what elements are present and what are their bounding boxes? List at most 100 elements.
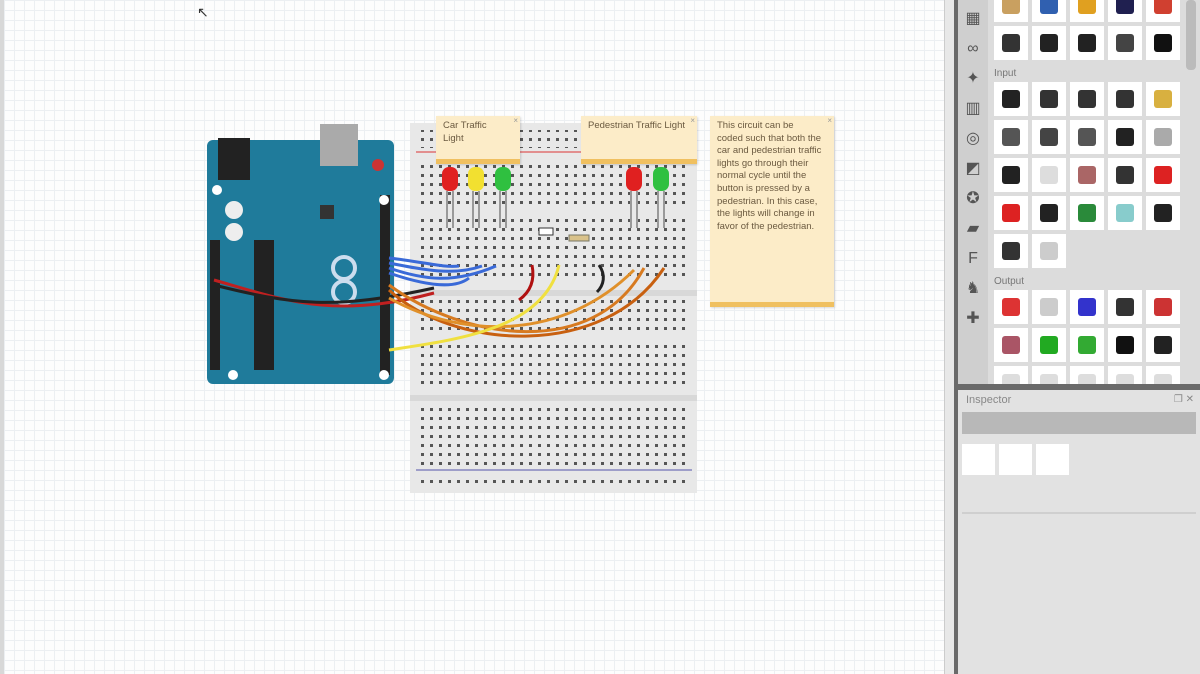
note-pedestrian-traffic-light[interactable]: ×Pedestrian Traffic Light bbox=[581, 116, 697, 164]
splitter[interactable] bbox=[954, 0, 958, 674]
part-item[interactable] bbox=[1108, 0, 1142, 22]
part-item[interactable] bbox=[1032, 234, 1066, 268]
inspector-title-field bbox=[962, 412, 1196, 434]
leds[interactable] bbox=[442, 167, 669, 228]
part-icon bbox=[1040, 166, 1058, 184]
close-icon[interactable]: × bbox=[690, 116, 695, 125]
part-item[interactable] bbox=[1070, 120, 1104, 154]
part-item[interactable] bbox=[994, 158, 1028, 192]
part-icon bbox=[1116, 298, 1134, 316]
part-item[interactable] bbox=[1032, 290, 1066, 324]
part-item[interactable] bbox=[1108, 158, 1142, 192]
note-car-traffic-light[interactable]: ×Car Traffic Light bbox=[436, 116, 520, 164]
close-icon[interactable]: × bbox=[513, 116, 518, 125]
bin-animal-icon[interactable]: ♞ bbox=[965, 280, 981, 297]
part-item[interactable] bbox=[1146, 120, 1180, 154]
part-item[interactable] bbox=[994, 196, 1028, 230]
resistor[interactable] bbox=[568, 234, 590, 242]
part-item[interactable] bbox=[1032, 0, 1066, 22]
led[interactable] bbox=[495, 167, 511, 191]
led[interactable] bbox=[653, 167, 669, 191]
bin-sparkfun-icon[interactable]: ✦ bbox=[966, 70, 980, 87]
part-icon bbox=[1002, 128, 1020, 146]
part-item[interactable] bbox=[1070, 290, 1104, 324]
part-item[interactable] bbox=[994, 0, 1028, 22]
note-description[interactable]: × This circuit can be coded such that bot… bbox=[710, 116, 834, 307]
part-item[interactable] bbox=[994, 120, 1028, 154]
part-item[interactable] bbox=[994, 290, 1028, 324]
part-item[interactable] bbox=[994, 234, 1028, 268]
part-icon bbox=[1116, 204, 1134, 222]
bin-fritzing-icon[interactable]: F bbox=[968, 250, 978, 267]
bin-seeed-icon[interactable]: ◎ bbox=[966, 130, 980, 147]
part-icon bbox=[1078, 204, 1096, 222]
part-icon bbox=[1002, 298, 1020, 316]
part-icon bbox=[1116, 166, 1134, 184]
part-item[interactable] bbox=[1108, 82, 1142, 116]
bin-snootlab-icon[interactable]: ▥ bbox=[965, 100, 981, 117]
part-item[interactable] bbox=[1070, 0, 1104, 22]
pushbutton[interactable] bbox=[538, 227, 554, 236]
part-item[interactable] bbox=[1108, 196, 1142, 230]
part-icon bbox=[1154, 34, 1172, 52]
part-item[interactable] bbox=[1146, 0, 1180, 22]
part-icon bbox=[1002, 242, 1020, 260]
led[interactable] bbox=[468, 167, 484, 191]
arduino-uno[interactable] bbox=[207, 124, 394, 384]
part-item[interactable] bbox=[1032, 120, 1066, 154]
wires[interactable] bbox=[213, 256, 666, 352]
part-item[interactable] bbox=[1108, 290, 1142, 324]
part-item[interactable] bbox=[1146, 26, 1180, 60]
part-item[interactable] bbox=[994, 328, 1028, 362]
part-item[interactable] bbox=[1070, 26, 1104, 60]
part-icon bbox=[1116, 90, 1134, 108]
part-item[interactable] bbox=[1146, 82, 1180, 116]
part-item[interactable] bbox=[1146, 196, 1180, 230]
led[interactable] bbox=[626, 167, 642, 191]
breadboard-canvas[interactable]: ×Car Traffic Light ×Pedestrian Traffic L… bbox=[0, 0, 944, 674]
part-item[interactable] bbox=[994, 82, 1028, 116]
bin-contrib-icon[interactable]: ▰ bbox=[966, 220, 980, 237]
part-icon bbox=[1002, 204, 1020, 222]
part-icon bbox=[1040, 204, 1058, 222]
section-label: Output bbox=[994, 276, 1025, 287]
bin-arduino-icon[interactable]: ∞ bbox=[967, 40, 979, 57]
part-item[interactable] bbox=[1032, 328, 1066, 362]
part-item[interactable] bbox=[1146, 158, 1180, 192]
float-close-icons[interactable]: ❐ ✕ bbox=[1173, 394, 1194, 405]
note-text: This circuit can be coded such that both… bbox=[717, 120, 822, 232]
part-item[interactable] bbox=[1108, 26, 1142, 60]
canvas-scrollbar[interactable] bbox=[944, 0, 954, 674]
part-icon bbox=[1002, 90, 1020, 108]
bin-misc-icon[interactable]: ✚ bbox=[966, 310, 980, 327]
part-item[interactable] bbox=[1146, 290, 1180, 324]
bin-core-icon[interactable]: ▦ bbox=[965, 10, 981, 27]
part-icon bbox=[1040, 34, 1058, 52]
part-item[interactable] bbox=[1146, 328, 1180, 362]
led[interactable] bbox=[442, 167, 458, 191]
part-item[interactable] bbox=[1070, 158, 1104, 192]
part-icon bbox=[1040, 298, 1058, 316]
breadboard[interactable] bbox=[410, 123, 697, 493]
part-icon bbox=[1116, 128, 1134, 146]
mouse-cursor-icon: ↖ bbox=[197, 4, 209, 20]
part-item[interactable] bbox=[1032, 158, 1066, 192]
part-item[interactable] bbox=[1032, 26, 1066, 60]
part-item[interactable] bbox=[1070, 196, 1104, 230]
part-icon bbox=[1078, 128, 1096, 146]
part-item[interactable] bbox=[1108, 328, 1142, 362]
part-item[interactable] bbox=[1070, 328, 1104, 362]
part-item[interactable] bbox=[994, 26, 1028, 60]
splitter-horizontal[interactable] bbox=[958, 384, 1200, 390]
part-item[interactable] bbox=[1108, 120, 1142, 154]
part-item[interactable] bbox=[1070, 82, 1104, 116]
bin-lilypad-icon[interactable]: ◩ bbox=[965, 160, 981, 177]
part-item[interactable] bbox=[1032, 196, 1066, 230]
part-icon bbox=[1078, 336, 1096, 354]
part-item[interactable] bbox=[1032, 82, 1066, 116]
bin-adafruit-icon[interactable]: ✪ bbox=[966, 190, 980, 207]
close-icon[interactable]: × bbox=[827, 116, 832, 125]
parts-scrollbar[interactable] bbox=[1186, 0, 1196, 70]
part-icon bbox=[1116, 34, 1134, 52]
